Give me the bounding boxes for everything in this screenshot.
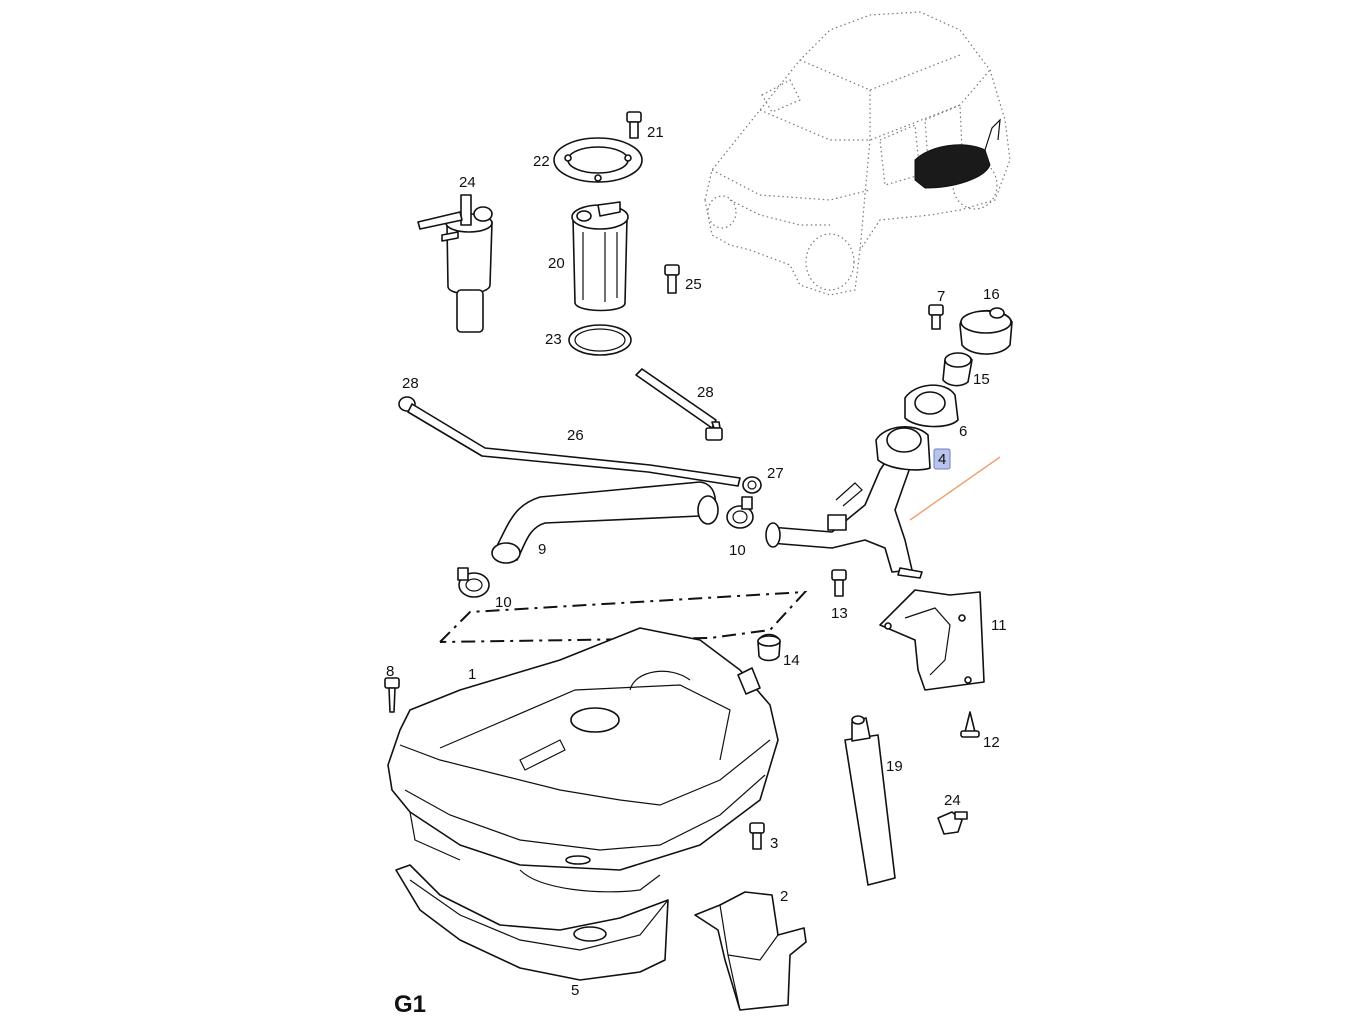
lock-ring	[553, 137, 643, 183]
hose-clamp-10-right	[726, 496, 754, 529]
cable-tie-28	[635, 368, 723, 441]
fuel-pump-module	[571, 201, 629, 312]
tank-location-highlight	[914, 118, 1001, 189]
callout-10b: 10	[495, 594, 512, 611]
seal-ring	[568, 324, 632, 356]
callout-6: 6	[959, 423, 967, 440]
grommet-14	[757, 633, 781, 662]
clamp-27	[742, 476, 762, 494]
pointer-line	[909, 456, 1001, 521]
screw-8	[384, 677, 400, 713]
callout-24b: 24	[944, 792, 961, 809]
callout-14: 14	[783, 652, 800, 669]
sheet-label: G1	[394, 991, 426, 1018]
bolt-25	[664, 264, 680, 294]
bolt-13	[831, 569, 847, 597]
bolt-3	[749, 822, 765, 850]
heat-shield-11	[879, 589, 985, 691]
callout-11: 11	[991, 617, 1007, 634]
hose-clamp-10-left	[457, 567, 490, 598]
callout-22: 22	[533, 153, 550, 170]
callout-2: 2	[780, 888, 788, 905]
vent-pipe	[407, 403, 741, 487]
callout-21: 21	[647, 124, 664, 141]
callout-28b: 28	[697, 384, 714, 401]
callout-27: 27	[767, 465, 784, 482]
callout-25: 25	[685, 276, 702, 293]
callout-7: 7	[937, 288, 945, 305]
callout-1: 1	[468, 666, 476, 683]
screw-21	[626, 111, 642, 139]
callout-12: 12	[983, 734, 1000, 751]
callout-8: 8	[386, 663, 394, 680]
callout-16: 16	[983, 286, 1000, 303]
screw-7	[928, 304, 944, 330]
fuel-tank-1	[387, 627, 779, 893]
clip-12	[960, 711, 980, 738]
collar-15	[942, 352, 973, 387]
callout-4: 4	[938, 451, 946, 468]
callout-20: 20	[548, 255, 565, 272]
callout-9: 9	[538, 541, 546, 558]
callout-23: 23	[545, 331, 562, 348]
callout-4-highlight	[933, 448, 951, 470]
callout-28a: 28	[402, 375, 419, 392]
callout-13: 13	[831, 605, 848, 622]
filler-hose	[491, 481, 719, 564]
callout-24a: 24	[459, 174, 476, 191]
callout-3: 3	[770, 835, 778, 852]
callout-19: 19	[886, 758, 903, 775]
callout-26: 26	[567, 427, 584, 444]
callout-10a: 10	[729, 542, 746, 559]
bracket-shield-2	[694, 891, 807, 1011]
fuel-filter	[417, 194, 493, 333]
gasket-6	[904, 384, 959, 428]
under-tank-shield-5	[395, 864, 669, 981]
filler-neck	[765, 425, 931, 579]
sealant-tube-19	[844, 715, 896, 886]
fuel-cap-16	[959, 307, 1013, 355]
callout-5: 5	[571, 982, 579, 999]
bolt-24-lower	[937, 811, 968, 835]
vehicle-outline	[704, 11, 1011, 296]
callout-15: 15	[973, 371, 990, 388]
